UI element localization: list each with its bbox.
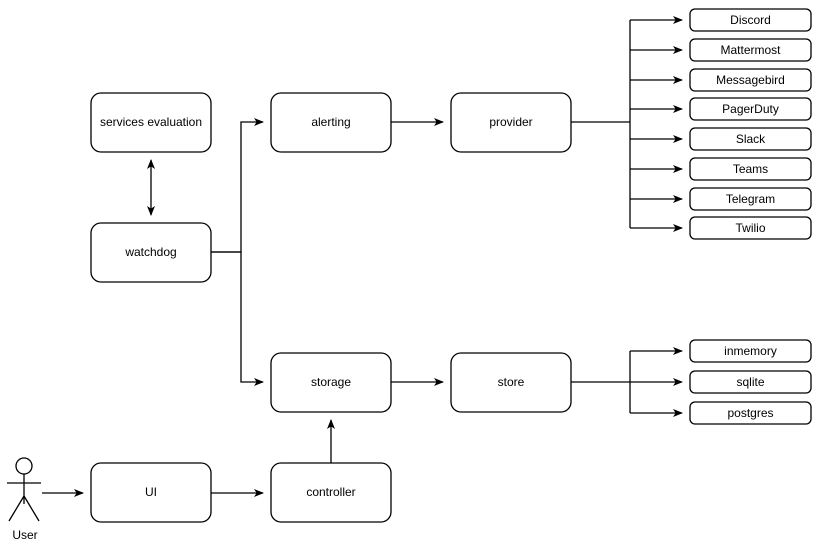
node-provider[interactable] xyxy=(450,92,572,153)
node-services-evaluation[interactable] xyxy=(90,92,212,153)
edge-watchdog-to-storage xyxy=(211,251,264,386)
node-inmemory[interactable] xyxy=(689,339,812,363)
user-head-icon xyxy=(15,457,33,475)
node-postgres[interactable] xyxy=(689,401,812,425)
node-pagerduty[interactable] xyxy=(689,97,812,121)
node-alerting[interactable] xyxy=(270,92,392,153)
label-user: User xyxy=(12,528,38,542)
user-legs-icon xyxy=(8,495,40,522)
node-twilio[interactable] xyxy=(689,216,812,240)
actor-user-figure[interactable] xyxy=(7,457,41,522)
node-telegram[interactable] xyxy=(689,187,812,211)
node-discord[interactable] xyxy=(689,8,812,32)
node-sqlite[interactable] xyxy=(689,370,812,394)
node-mattermost[interactable] xyxy=(689,38,812,62)
node-store[interactable] xyxy=(450,352,572,413)
node-controller[interactable] xyxy=(270,462,392,523)
node-ui[interactable] xyxy=(90,462,212,523)
node-teams[interactable] xyxy=(689,157,812,181)
node-messagebird[interactable] xyxy=(689,68,812,92)
node-slack[interactable] xyxy=(689,127,812,151)
node-watchdog[interactable] xyxy=(90,222,212,283)
edge-watchdog-to-alerting xyxy=(211,118,264,253)
node-storage[interactable] xyxy=(270,352,392,413)
